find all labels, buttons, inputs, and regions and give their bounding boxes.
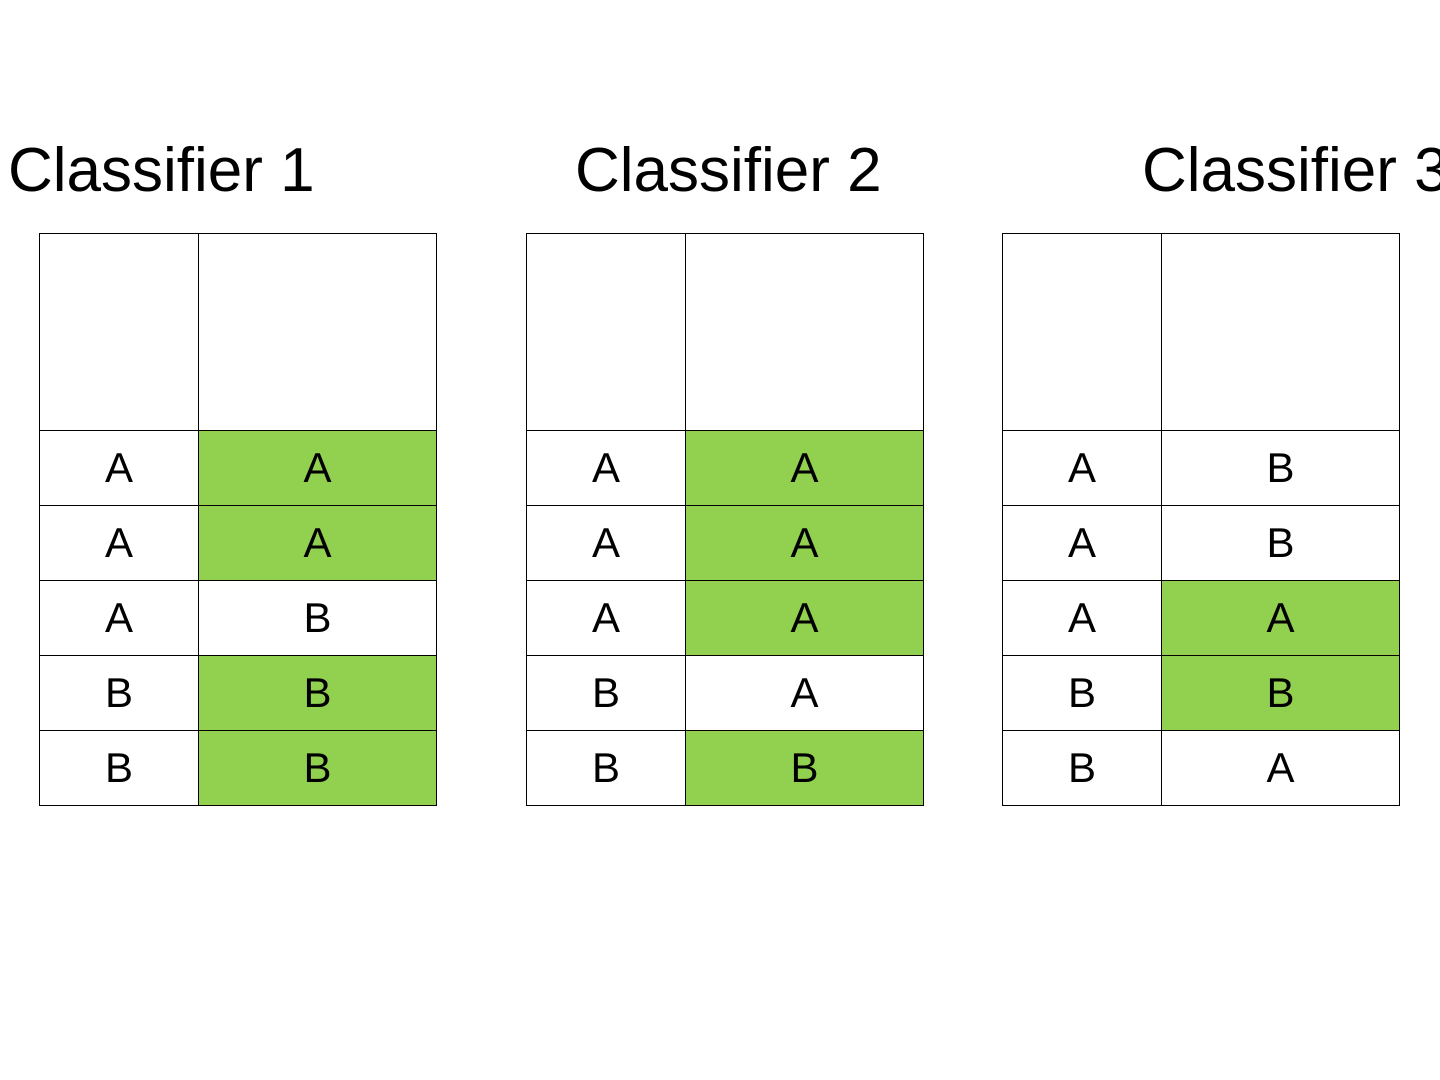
prediction-cell: A (685, 580, 924, 656)
classifier-1-table: A A A A A B B B B B (39, 233, 437, 806)
true-label-cell: B (1002, 655, 1162, 731)
true-label-cell: A (526, 580, 686, 656)
classifier-2-table: A A A A A A B A B B (526, 233, 924, 806)
prediction-cell: B (1161, 430, 1400, 506)
true-label-cell: A (1002, 430, 1162, 506)
true-label-cell: A (1002, 505, 1162, 581)
prediction-cell: A (198, 430, 437, 506)
true-label-cell: A (526, 505, 686, 581)
classifier-3-table: A B A B A A B B B A (1002, 233, 1400, 806)
table-row: B A (526, 655, 924, 731)
classifier-1-title: Classifier 1 (8, 136, 315, 205)
prediction-cell: B (198, 580, 437, 656)
prediction-cell: B (198, 655, 437, 731)
true-label-cell: B (526, 655, 686, 731)
true-label-cell: A (39, 430, 199, 506)
header-row (526, 233, 924, 431)
classifier-3-title: Classifier 3 (1142, 136, 1440, 205)
table-row: A A (39, 505, 437, 581)
header-cell-pred (685, 233, 924, 431)
header-row (1002, 233, 1400, 431)
table-row: A A (526, 580, 924, 656)
table-row: A B (1002, 430, 1400, 506)
true-label-cell: A (39, 505, 199, 581)
header-cell-true (526, 233, 686, 431)
table-row: B A (1002, 730, 1400, 806)
true-label-cell: A (39, 580, 199, 656)
header-cell-pred (1161, 233, 1400, 431)
header-cell-pred (198, 233, 437, 431)
table-row: A A (39, 430, 437, 506)
table-row: A A (1002, 580, 1400, 656)
true-label-cell: B (526, 730, 686, 806)
table-row: A A (526, 430, 924, 506)
table-row: B B (526, 730, 924, 806)
true-label-cell: A (1002, 580, 1162, 656)
true-label-cell: A (526, 430, 686, 506)
classifier-2-title: Classifier 2 (575, 136, 882, 205)
table-row: B B (1002, 655, 1400, 731)
prediction-cell: B (1161, 655, 1400, 731)
true-label-cell: B (1002, 730, 1162, 806)
prediction-cell: B (1161, 505, 1400, 581)
header-cell-true (1002, 233, 1162, 431)
table-row: A B (39, 580, 437, 656)
true-label-cell: B (39, 730, 199, 806)
true-label-cell: B (39, 655, 199, 731)
header-cell-true (39, 233, 199, 431)
prediction-cell: A (685, 505, 924, 581)
prediction-cell: B (198, 730, 437, 806)
prediction-cell: B (685, 730, 924, 806)
prediction-cell: A (1161, 580, 1400, 656)
table-row: A B (1002, 505, 1400, 581)
header-row (39, 233, 437, 431)
table-row: B B (39, 730, 437, 806)
prediction-cell: A (198, 505, 437, 581)
prediction-cell: A (685, 430, 924, 506)
table-row: A A (526, 505, 924, 581)
prediction-cell: A (1161, 730, 1400, 806)
table-row: B B (39, 655, 437, 731)
prediction-cell: A (685, 655, 924, 731)
